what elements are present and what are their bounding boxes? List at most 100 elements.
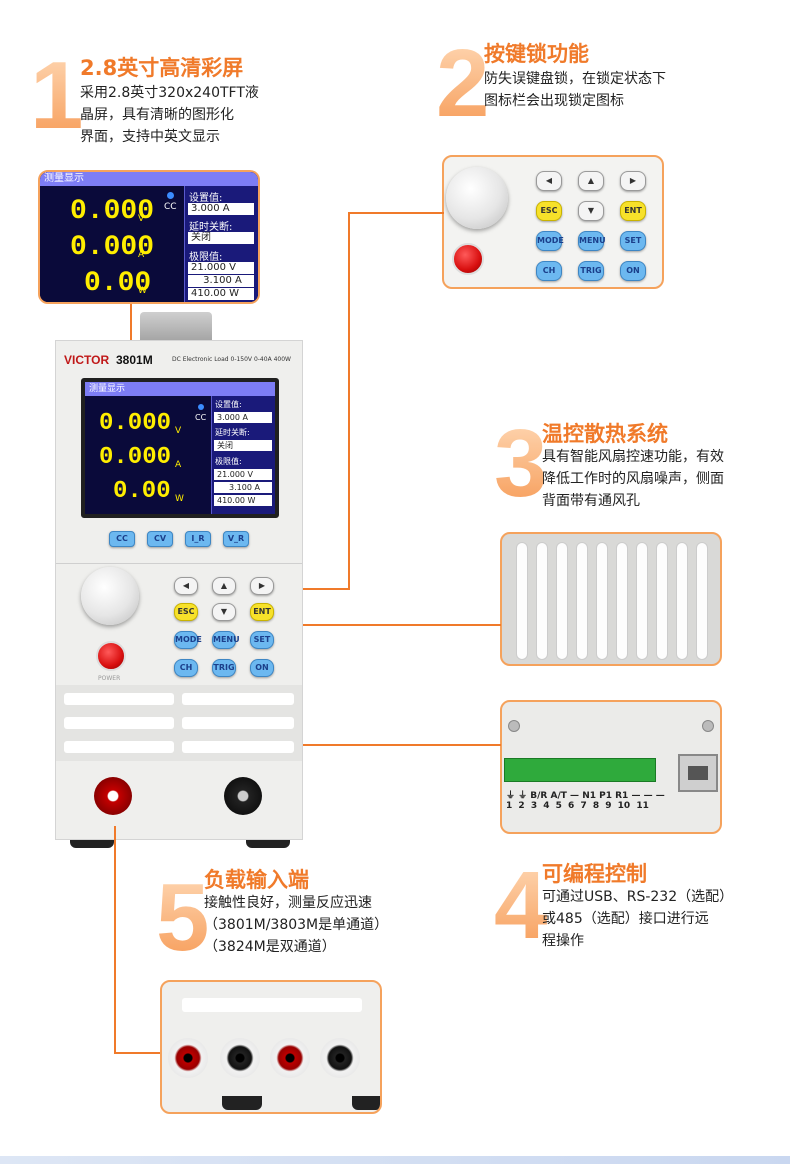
vent-slot — [64, 717, 174, 729]
rotary-knob-icon[interactable] — [446, 167, 508, 229]
esc-key[interactable]: ESC — [536, 201, 562, 221]
positive-terminal-icon[interactable] — [270, 1038, 310, 1078]
vent-slot — [596, 542, 608, 660]
rotary-knob-icon[interactable] — [81, 567, 139, 625]
lcd-limit-w: 410.00 W — [188, 288, 254, 300]
left-key[interactable]: ◀ — [174, 577, 198, 595]
feature-1-title: 2.8英寸高清彩屏 — [80, 56, 244, 80]
vent-slot — [676, 542, 688, 660]
device-foot — [222, 1096, 262, 1110]
vent-slot — [656, 542, 668, 660]
vent-slot — [516, 542, 528, 660]
terminal-numbers: 1 2 3 4 5 6 7 8 9 10 11 — [506, 801, 649, 811]
menu-key[interactable]: MENU — [212, 631, 240, 649]
lcd-set-value: 3.000 A — [188, 203, 254, 215]
terminal-label: R1 — [615, 791, 629, 801]
ch-key[interactable]: CH — [174, 659, 198, 677]
ent-key[interactable]: ENT — [620, 201, 646, 221]
keypad-callout: ◀ ▲ ▶ ESC ▼ ENT MODE MENU SET CH TRIG ON — [442, 155, 664, 289]
panel-divider — [56, 563, 302, 564]
cv-key[interactable]: CV — [147, 531, 173, 547]
right-key[interactable]: ▶ — [620, 171, 646, 191]
mode-key[interactable]: MODE — [174, 631, 202, 649]
feature-5-title: 负载输入端 — [204, 868, 309, 892]
vr-key[interactable]: V_R — [223, 531, 249, 547]
negative-terminal-icon[interactable] — [224, 777, 262, 815]
lcd-unit-a: A — [175, 460, 182, 470]
lcd-power: 0.00 — [84, 268, 152, 299]
ir-key[interactable]: I_R — [185, 531, 211, 547]
screw-icon — [702, 720, 714, 732]
on-key[interactable]: ON — [250, 659, 274, 677]
negative-terminal-icon[interactable] — [320, 1038, 360, 1078]
lcd-set-value: 3.000 A — [214, 412, 272, 423]
connector-line-2b — [348, 212, 350, 590]
bottom-strip — [0, 1156, 790, 1164]
trig-key[interactable]: TRIG — [578, 261, 604, 281]
cc-key[interactable]: CC — [109, 531, 135, 547]
feature-4-desc-line: 程操作 — [542, 933, 584, 949]
terminal-block — [504, 758, 656, 782]
negative-terminal-icon[interactable] — [220, 1038, 260, 1078]
vent-slot — [636, 542, 648, 660]
terminal-number: 5 — [555, 801, 562, 811]
lcd-set-label: 设置值: — [215, 400, 242, 409]
left-key[interactable]: ◀ — [536, 171, 562, 191]
device-foot — [70, 840, 114, 848]
terminal-number: 1 — [506, 801, 513, 811]
positive-terminal-icon[interactable] — [168, 1038, 208, 1078]
down-key[interactable]: ▼ — [212, 603, 236, 621]
feature-4-desc: 可通过USB、RS-232（选配） 或485（选配）接口进行远 程操作 — [542, 886, 733, 952]
lcd-set-label: 设置值: — [189, 193, 223, 204]
menu-key[interactable]: MENU — [578, 231, 606, 251]
set-key[interactable]: SET — [620, 231, 646, 251]
feature-3-number: 3 — [494, 410, 548, 517]
connector-line-3 — [303, 624, 501, 626]
on-key[interactable]: ON — [620, 261, 646, 281]
power-button[interactable] — [452, 243, 484, 275]
device-foot — [246, 840, 290, 848]
trig-key[interactable]: TRIG — [212, 659, 236, 677]
feature-5-desc-line: 接触性良好，测量反应迅速 — [204, 895, 372, 911]
terminal-number: 8 — [592, 801, 600, 811]
feature-5-desc-line: （3801M/3803M是单通道） — [204, 917, 389, 933]
feature-5-desc: 接触性良好，测量反应迅速 （3801M/3803M是单通道） （3824M是双通… — [204, 892, 388, 958]
lcd-side-panel: 设置值: 3.000 A 延时关断: 关闭 极限值: 21.000 V 3.10… — [211, 396, 275, 514]
power-label: POWER — [98, 675, 121, 682]
terminal-labels: ⏚ ⏚ B/R A/T — N1 P1 R1 — — — — [506, 791, 665, 801]
lcd-zoom: 测量显示 0.000 V 0.000 A 0.00 W CC 设置值: 3.00… — [40, 172, 258, 302]
feature-4-title: 可编程控制 — [542, 862, 647, 886]
terminal-number: 11 — [636, 801, 649, 811]
feature-3-desc-line: 背面带有通风孔 — [542, 493, 640, 509]
feature-3-desc-line: 降低工作时的风扇噪声，侧面 — [542, 471, 724, 487]
up-key[interactable]: ▲ — [578, 171, 604, 191]
positive-terminal-icon[interactable] — [94, 777, 132, 815]
terminal-label: B/R — [530, 791, 548, 801]
esc-key[interactable]: ESC — [174, 603, 198, 621]
lcd-unit-w: W — [138, 286, 147, 296]
vent-callout — [500, 532, 722, 666]
ch-key[interactable]: CH — [536, 261, 562, 281]
lcd-voltage: 0.000 — [70, 196, 155, 227]
feature-5-desc-line: （3824M是双通道） — [204, 939, 336, 955]
lcd-side-panel: 设置值: 3.000 A 延时关断: 关闭 极限值: 21.000 V 3.10… — [184, 186, 258, 302]
lcd-limit-a: 3.100 A — [214, 482, 272, 493]
up-key[interactable]: ▲ — [212, 577, 236, 595]
vent-slot — [616, 542, 628, 660]
vent-slot — [182, 693, 294, 705]
status-dot-icon — [198, 404, 204, 410]
mode-key[interactable]: MODE — [536, 231, 564, 251]
lcd-limit-v: 21.000 V — [214, 469, 272, 480]
right-key[interactable]: ▶ — [250, 577, 274, 595]
set-key[interactable]: SET — [250, 631, 274, 649]
screw-icon — [508, 720, 520, 732]
down-key[interactable]: ▼ — [578, 201, 604, 221]
usb-port-icon[interactable] — [678, 754, 718, 792]
feature-1-desc-line: 界面，支持中英文显示 — [80, 129, 220, 145]
ent-key[interactable]: ENT — [250, 603, 274, 621]
vent-slot — [64, 693, 174, 705]
power-button[interactable] — [96, 641, 126, 671]
feature-4-number: 4 — [494, 852, 548, 959]
connector-line-1 — [130, 304, 132, 354]
lcd-power: 0.00 — [113, 478, 171, 505]
